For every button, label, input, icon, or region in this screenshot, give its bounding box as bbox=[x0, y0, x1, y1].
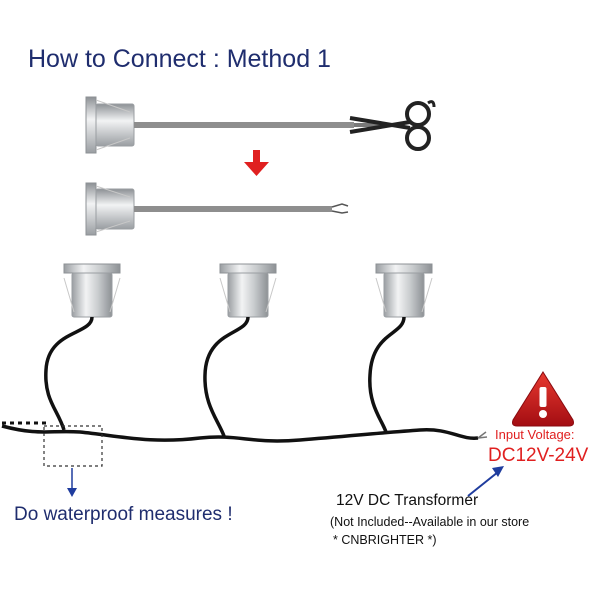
cable bbox=[134, 206, 332, 212]
led-light-icon bbox=[85, 96, 135, 154]
input-voltage-value: DC12V-24V bbox=[488, 445, 589, 466]
led-light-with-cable-step1 bbox=[85, 96, 436, 154]
transformer-note: (Not Included--Available in our store bbox=[330, 515, 530, 529]
warning-icon bbox=[512, 371, 574, 427]
scissors-icon bbox=[349, 100, 436, 151]
transformer-label: 12V DC Transformer bbox=[336, 492, 479, 509]
light-cables bbox=[44, 316, 406, 437]
transformer-pointer-arrow bbox=[467, 466, 504, 497]
input-voltage-label: Input Voltage: bbox=[495, 427, 575, 442]
cable bbox=[134, 122, 354, 128]
waterproof-note: Do waterproof measures ! bbox=[14, 504, 233, 525]
main-cable bbox=[1, 421, 488, 443]
stripped-wires bbox=[331, 203, 349, 214]
led-light-icon bbox=[375, 263, 433, 318]
page-title: How to Connect : Method 1 bbox=[28, 45, 331, 73]
down-arrow-icon bbox=[244, 150, 269, 176]
waterproof-box bbox=[43, 425, 103, 467]
transformer-brand: * CNBRIGHTER *) bbox=[333, 533, 437, 547]
led-light-icon bbox=[63, 263, 121, 318]
led-light-icon bbox=[85, 182, 135, 236]
waterproof-pointer-arrow bbox=[67, 468, 77, 497]
led-light-with-cable-step2 bbox=[85, 182, 349, 236]
led-light-icon bbox=[219, 263, 277, 318]
cable-end bbox=[354, 123, 384, 127]
